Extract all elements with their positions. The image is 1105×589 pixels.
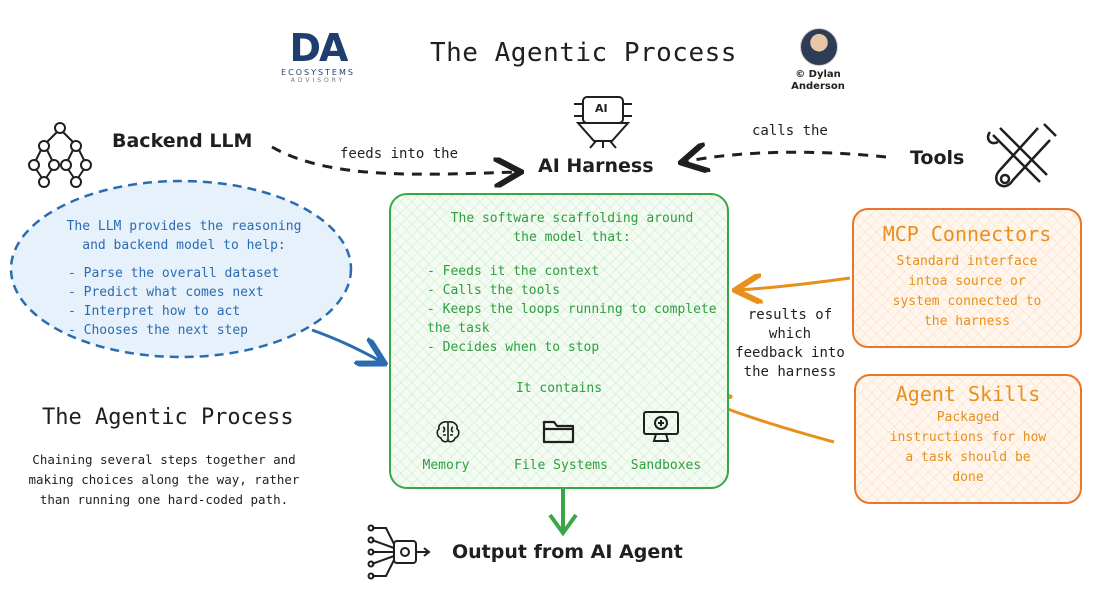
network-icon (28, 122, 92, 188)
edge-llm-to-harness (271, 145, 518, 174)
author-line-2: Anderson (791, 81, 845, 92)
harness-item: - Keeps the loops running to complete (427, 302, 717, 317)
bubble-item: - Chooses the next step (68, 323, 249, 338)
llm-bubble-shape (9, 179, 353, 359)
edge-label-feeds-into: feeds into the (340, 146, 459, 162)
skills-desc-line: instructions for how (889, 430, 1047, 445)
agentic-note-body: Chaining several steps together and maki… (14, 450, 314, 510)
edge-label-calls-the: calls the (752, 123, 828, 139)
author-line-1: © Dylan (795, 69, 841, 80)
feedback-line-2: which (768, 326, 812, 342)
tools-icon (986, 123, 1057, 188)
harness-intro-1: The software scaffolding around (450, 211, 694, 226)
agentic-note-title: The Agentic Process (42, 405, 294, 430)
mcp-desc-line: system connected to (892, 294, 1042, 309)
output-label: Output from AI Agent (452, 541, 683, 563)
skills-title: Agent Skills (895, 382, 1041, 406)
component-label-memory: Memory (422, 458, 470, 473)
feedback-line-3: feedback into (735, 345, 845, 361)
skills-desc-line: a task should be (905, 450, 1031, 465)
ai-chip-label: AI (595, 102, 608, 115)
harness-item: - Calls the tools (427, 283, 561, 298)
bubble-intro-1: The LLM provides the reasoning (66, 219, 302, 234)
harness-item: - Decides when to stop (427, 340, 600, 355)
logo-line-2: ADVISORY (290, 77, 346, 84)
feedback-line-1: results of (747, 307, 833, 323)
ai-chip-icon (574, 96, 632, 149)
harness-text: The software scaffolding around the mode… (427, 209, 717, 357)
mcp-title: MCP Connectors (882, 222, 1052, 246)
mcp-desc-line: Standard interface (896, 254, 1038, 269)
skills-desc-line: Packaged (936, 410, 1000, 425)
edge-harness-to-output-head (548, 513, 578, 537)
llm-bubble: The LLM provides the reasoning and backe… (54, 217, 314, 340)
agentic-note-line: than running one hard-coded path. (39, 492, 289, 507)
page-title: The Agentic Process (430, 38, 737, 68)
skills-desc: Packaged instructions for how a task sho… (856, 408, 1080, 488)
bubble-intro-2: and backend model to help: (82, 238, 286, 253)
backend-llm-label: Backend LLM (112, 130, 253, 152)
author-avatar (800, 28, 838, 66)
harness-box: The software scaffolding around the mode… (389, 193, 729, 489)
monitor-icon (643, 411, 679, 442)
bubble-item: - Predict what comes next (68, 285, 264, 300)
bubble-item: - Interpret how to act (68, 304, 241, 319)
agent-skills-box: Agent Skills Packaged instructions for h… (854, 374, 1082, 504)
mcp-connectors-box: MCP Connectors Standard interface intoa … (852, 208, 1082, 348)
harness-contains: It contains (515, 381, 603, 396)
mcp-desc: Standard interface intoa source or syste… (854, 252, 1080, 332)
component-label-sandboxes: Sandboxes (630, 458, 702, 473)
da-logo: DA ECOSYSTEMS ADVISORY (268, 28, 368, 84)
feedback-line-4: the harness (743, 364, 837, 380)
agentic-note-line: Chaining several steps together and (32, 452, 296, 467)
edge-label-results-feedback: results of which feedback into the harne… (730, 306, 850, 382)
harness-intro-2: the model that: (513, 230, 631, 245)
mcp-desc-line: intoa source or (908, 274, 1026, 289)
bubble-item: - Parse the overall dataset (68, 266, 280, 281)
component-label-file-systems: File Systems (514, 458, 608, 473)
edge-tools-to-harness (684, 152, 887, 162)
mcp-desc-line: the harness (923, 314, 1011, 329)
harness-item: the task (427, 321, 490, 336)
ai-harness-label: AI Harness (538, 155, 654, 177)
skills-desc-line: done (952, 470, 984, 485)
author-name: © Dylan Anderson (782, 69, 854, 93)
cpu-icon (367, 524, 431, 580)
logo-line-1: ECOSYSTEMS (281, 68, 355, 77)
edge-bubble-to-harness (311, 328, 382, 362)
brain-icon (436, 421, 460, 443)
edge-mcp-to-harness (738, 278, 851, 290)
harness-item: - Feeds it the context (427, 264, 600, 279)
folder-icon (542, 420, 575, 444)
agentic-note-line: making choices along the way, rather (28, 472, 300, 487)
tools-label: Tools (910, 147, 965, 169)
logo-mark: DA (289, 26, 349, 70)
